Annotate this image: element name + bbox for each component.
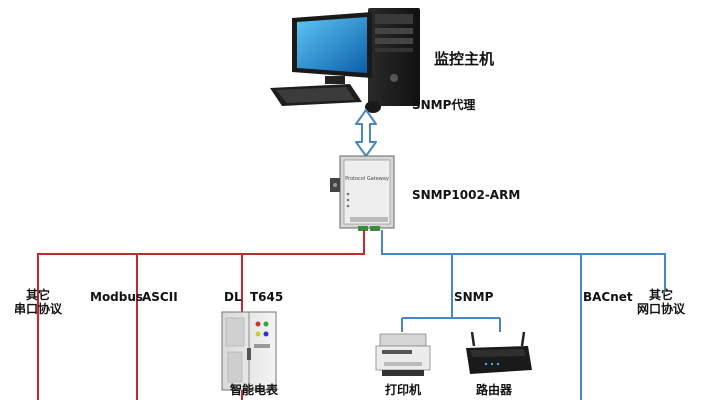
- gateway-label: SNMP1002-ARM: [412, 188, 521, 202]
- snmp-label: SNMP: [454, 290, 494, 304]
- dl-label: DL: [224, 290, 242, 304]
- router-label: 路由器: [476, 383, 513, 397]
- bacnet-label: BACnet: [583, 290, 633, 304]
- router-icon: [466, 331, 532, 374]
- serial-lines: [37, 230, 365, 400]
- double-arrow-icon: [355, 109, 377, 157]
- other-net-line2: 网口协议: [637, 302, 686, 316]
- gateway-icon: Protocol Gateway: [330, 155, 395, 231]
- network-lines: [381, 230, 666, 400]
- other-serial-label: 其它 串口协议: [14, 288, 62, 316]
- gateway-face-text: Protocol Gateway: [345, 176, 389, 182]
- other-serial-line2: 串口协议: [14, 302, 63, 316]
- other-net-line1: 其它: [649, 288, 674, 302]
- printer-icon: [375, 333, 431, 376]
- computer-icon: [270, 8, 420, 113]
- modbus-label: Modbus: [90, 290, 144, 304]
- snmp-agent-label: SNMP代理: [412, 98, 476, 112]
- t645-label: T645: [250, 290, 284, 304]
- cabinet-icon: [221, 311, 277, 391]
- printer-label: 打印机: [385, 383, 422, 397]
- host-label: 监控主机: [434, 50, 495, 68]
- other-net-label: 其它 网口协议: [637, 288, 685, 316]
- meter-label: 智能电表: [230, 383, 279, 397]
- other-serial-line1: 其它: [26, 288, 51, 302]
- ascii-label: ASCII: [142, 290, 178, 304]
